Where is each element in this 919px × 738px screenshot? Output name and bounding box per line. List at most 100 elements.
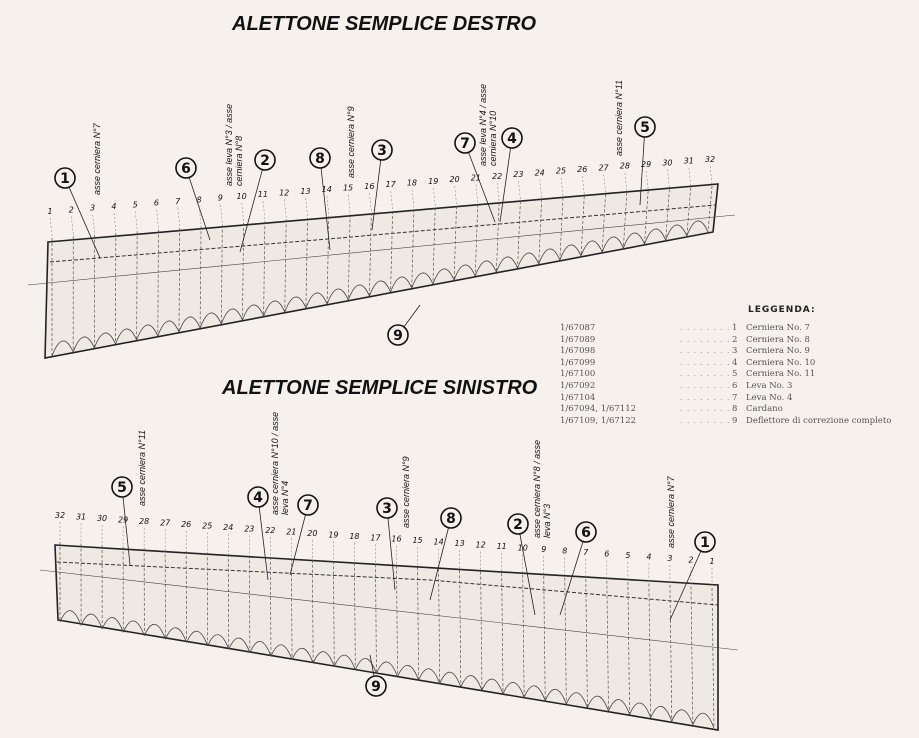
rib-line xyxy=(627,582,630,715)
rib-arch xyxy=(80,613,103,629)
callout-circle xyxy=(376,497,398,519)
rib-line xyxy=(580,196,585,257)
rib-arch xyxy=(502,682,525,698)
bottom-hinge-axis xyxy=(39,569,739,651)
station-leader xyxy=(539,178,542,198)
callout-leader xyxy=(319,157,331,251)
station-number: 29 xyxy=(118,515,128,524)
rib-line xyxy=(432,207,436,285)
station-number: 13 xyxy=(300,187,310,196)
station-number: 18 xyxy=(407,178,417,187)
station-number: 1 xyxy=(47,207,52,216)
rib-arch xyxy=(207,634,230,650)
station-leader xyxy=(262,200,266,220)
station-number: 12 xyxy=(476,541,486,550)
station-leader xyxy=(156,208,159,228)
station-number: 7 xyxy=(583,548,589,557)
rib-arch xyxy=(242,304,264,321)
rib-arch xyxy=(291,647,314,664)
rib-line xyxy=(390,211,393,293)
station-leader xyxy=(432,186,436,206)
rib-arch xyxy=(644,228,667,245)
callout-circle xyxy=(175,157,197,179)
callout-circle xyxy=(309,147,331,169)
rib-arch xyxy=(72,336,95,353)
callout-circle xyxy=(694,531,716,553)
station-number: 22 xyxy=(492,172,502,181)
station-number: 17 xyxy=(386,180,397,189)
item-number: 3 xyxy=(732,346,738,357)
callout-number: 7 xyxy=(303,498,313,514)
part-code: 1/67104 xyxy=(560,392,596,403)
station-number: 20 xyxy=(307,529,317,538)
callout-leader xyxy=(121,486,131,566)
station-number: 19 xyxy=(328,530,338,539)
station-number: 5 xyxy=(133,200,138,209)
rib-line xyxy=(248,555,251,653)
rib-line xyxy=(686,187,692,237)
rib-line xyxy=(474,204,479,277)
callout-number: 9 xyxy=(393,328,403,344)
part-code: 1/67100 xyxy=(560,369,596,380)
rib-line xyxy=(263,221,266,317)
callout-circle xyxy=(254,149,276,171)
station-number: 3 xyxy=(667,554,672,563)
callout-number: 5 xyxy=(640,120,650,136)
rib-arch xyxy=(397,665,420,681)
station-number: 11 xyxy=(497,542,507,551)
leader-dots: ........ xyxy=(680,392,734,403)
item-description: Cerniera No. 10 xyxy=(746,357,816,368)
item-description: Cardano xyxy=(746,404,783,415)
station-number: 8 xyxy=(562,547,567,556)
station-number: 17 xyxy=(370,533,381,542)
callout-number: 9 xyxy=(371,679,381,695)
station-number: 27 xyxy=(598,163,609,172)
legend-heading: LEGGENDA: xyxy=(748,305,816,315)
callout-leader xyxy=(429,517,452,601)
hinge-axis-label: asse cerniera N°9 xyxy=(346,106,356,178)
station-number: 18 xyxy=(349,532,359,541)
station-number: 19 xyxy=(428,177,438,186)
station-leader xyxy=(134,210,138,230)
station-number: 32 xyxy=(55,511,65,520)
station-number: 16 xyxy=(364,182,374,191)
station-leader xyxy=(326,195,330,215)
rib-arch xyxy=(580,240,603,257)
station-leader xyxy=(582,175,585,195)
rib-arch xyxy=(418,668,441,684)
station-leader xyxy=(92,213,95,233)
station-number: 9 xyxy=(541,545,546,554)
callout-number: 1 xyxy=(700,535,710,551)
rib-line xyxy=(585,579,588,708)
station-number: 31 xyxy=(684,157,694,166)
rib-arch xyxy=(587,695,609,712)
rib-arch xyxy=(390,276,413,293)
rib-line xyxy=(711,587,715,729)
bottom-spar-line xyxy=(56,561,719,606)
leader-dots: ........ xyxy=(680,380,734,391)
station-leader xyxy=(198,205,202,225)
rib-arch xyxy=(650,706,673,722)
rib-line xyxy=(305,217,308,309)
rib-arch xyxy=(178,316,201,333)
callout-circle xyxy=(54,167,76,189)
callout-leader xyxy=(64,177,101,259)
station-number: 12 xyxy=(279,189,289,198)
station-number: 26 xyxy=(577,165,587,174)
callout-number: 5 xyxy=(117,480,127,496)
rib-line xyxy=(606,580,609,711)
rib-arch xyxy=(347,284,370,301)
rib-arch xyxy=(544,688,567,705)
item-number: 2 xyxy=(732,334,738,345)
station-leader xyxy=(624,171,628,191)
station-leader xyxy=(411,188,415,208)
rib-arch xyxy=(165,627,187,643)
rib-arch xyxy=(629,702,652,718)
rib-arch xyxy=(228,637,251,653)
leader-dots: ........ xyxy=(680,369,734,380)
callout-leader xyxy=(239,159,266,253)
rib-arch xyxy=(312,651,335,667)
callout-leader xyxy=(499,137,513,223)
leader-dots: ........ xyxy=(680,323,734,333)
